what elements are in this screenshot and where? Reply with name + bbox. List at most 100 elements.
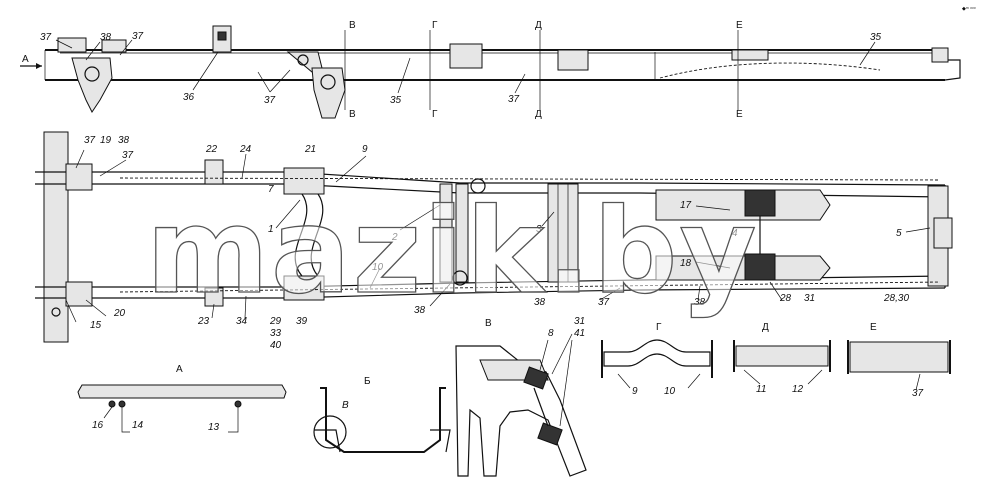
section-mark-v-bottom: В xyxy=(349,109,356,120)
leader xyxy=(85,41,101,61)
label-38: 38 xyxy=(118,135,130,146)
leader xyxy=(228,407,239,433)
leader xyxy=(695,261,731,269)
leader xyxy=(65,299,77,323)
tow-plate-5 xyxy=(933,217,953,249)
detail-a-bolt-1 xyxy=(108,400,116,408)
leader xyxy=(241,153,247,179)
bracket-22 xyxy=(204,159,224,185)
detail-b-title: Б xyxy=(364,376,371,387)
detail-g: Г 9 10 xyxy=(601,322,713,397)
leader xyxy=(743,369,761,385)
leader xyxy=(244,295,247,319)
leader xyxy=(859,41,876,66)
view-a-label: А xyxy=(22,54,29,65)
detail-b-label-v: В xyxy=(342,400,349,411)
detail-e-label-37: 37 xyxy=(912,388,924,399)
detail-v-label-8: 8 xyxy=(548,328,554,339)
front-bracket-lower xyxy=(65,281,93,307)
section-mark-d-top: Д xyxy=(535,20,542,31)
label-24: 24 xyxy=(239,144,252,155)
rear-end-plate xyxy=(931,47,949,63)
label-15: 15 xyxy=(90,320,102,331)
label-35-b: 35 xyxy=(870,32,882,43)
leader xyxy=(697,285,701,301)
leader xyxy=(192,51,219,91)
detail-b-flanges xyxy=(314,429,451,453)
label-17: 17 xyxy=(680,200,692,211)
leader xyxy=(617,373,631,389)
watermark: mazik.by xyxy=(146,182,758,320)
leader xyxy=(399,204,441,231)
leader xyxy=(769,281,783,301)
rivet-row-upper xyxy=(119,177,941,181)
label-28-30: 28,30 xyxy=(883,293,909,304)
label-4: 4 xyxy=(732,228,738,239)
detail-g-label-9: 9 xyxy=(632,386,638,397)
label-37-b: 37 xyxy=(132,31,144,42)
leader xyxy=(257,71,271,93)
label-29: 29 xyxy=(269,316,282,327)
bumper-hole xyxy=(51,307,61,317)
label-5: 5 xyxy=(896,228,902,239)
detail-a-bolt-3 xyxy=(234,400,242,408)
detail-a-bolt-2 xyxy=(118,400,126,408)
label-23: 23 xyxy=(197,316,210,327)
plan-view: 37 19 38 37 22 24 21 9 7 1 2 3 17 4 18 5… xyxy=(35,131,953,351)
detail-g-crossmember xyxy=(603,339,711,367)
label-38-c: 38 xyxy=(534,297,546,308)
corner-mark: ◆ᵐ ᵒᵒᵒ xyxy=(962,6,976,12)
hanger-bolt-circle xyxy=(84,66,100,82)
label-1: 1 xyxy=(268,224,274,235)
crossmember-1-right xyxy=(310,193,324,277)
label-37-c: 37 xyxy=(264,95,276,106)
detail-g-title: Г xyxy=(656,322,662,333)
leader xyxy=(85,299,107,317)
detail-a-label-14: 14 xyxy=(132,420,144,431)
front-bracket-upper xyxy=(65,163,93,191)
detail-v: В 8 31 41 xyxy=(455,316,587,477)
label-40: 40 xyxy=(270,340,282,351)
mid-plate-bolt xyxy=(297,54,309,66)
detail-a-title: А xyxy=(176,364,183,375)
label-28: 28 xyxy=(779,293,792,304)
label-7: 7 xyxy=(268,184,274,195)
detail-b: Б В xyxy=(313,376,451,453)
leader xyxy=(55,39,73,49)
leader xyxy=(687,373,701,389)
detail-b-crossmember xyxy=(320,387,446,453)
section-mark-v-top: В xyxy=(349,20,356,31)
leader xyxy=(119,39,133,56)
leader xyxy=(915,373,921,391)
label-39: 39 xyxy=(296,316,308,327)
crossmember-2-right xyxy=(455,183,469,283)
label-37-d: 37 xyxy=(508,94,520,105)
label-31: 31 xyxy=(804,293,815,304)
label-38-d: 38 xyxy=(694,297,706,308)
label-37-c: 37 xyxy=(598,297,610,308)
leader xyxy=(211,303,215,319)
rivet-row-lower xyxy=(119,281,941,293)
crossmember-1-left xyxy=(294,193,308,277)
reinforcement-17 xyxy=(655,189,831,221)
crossmember-d-side xyxy=(557,49,589,71)
front-bracket-2 xyxy=(101,39,127,53)
leader xyxy=(539,339,549,371)
leader xyxy=(369,267,381,289)
label-37-a: 37 xyxy=(40,32,52,43)
leader xyxy=(551,333,573,375)
leader xyxy=(429,283,451,307)
detail-d-title: Д xyxy=(762,322,769,333)
label-3: 3 xyxy=(536,224,542,235)
rear-spring-hanger xyxy=(311,67,346,119)
label-20: 20 xyxy=(113,308,126,319)
leader xyxy=(514,73,526,94)
detail-v-label-41: 41 xyxy=(574,328,585,339)
bracket-36-insert xyxy=(217,31,227,41)
detail-v-label-31: 31 xyxy=(574,316,585,327)
label-2: 2 xyxy=(391,232,398,243)
side-view: 37 38 37 36 37 35 37 35 А В Г Д Е В Г Д … xyxy=(20,20,961,120)
crossmember-g-side xyxy=(449,43,483,69)
leader xyxy=(695,205,731,211)
